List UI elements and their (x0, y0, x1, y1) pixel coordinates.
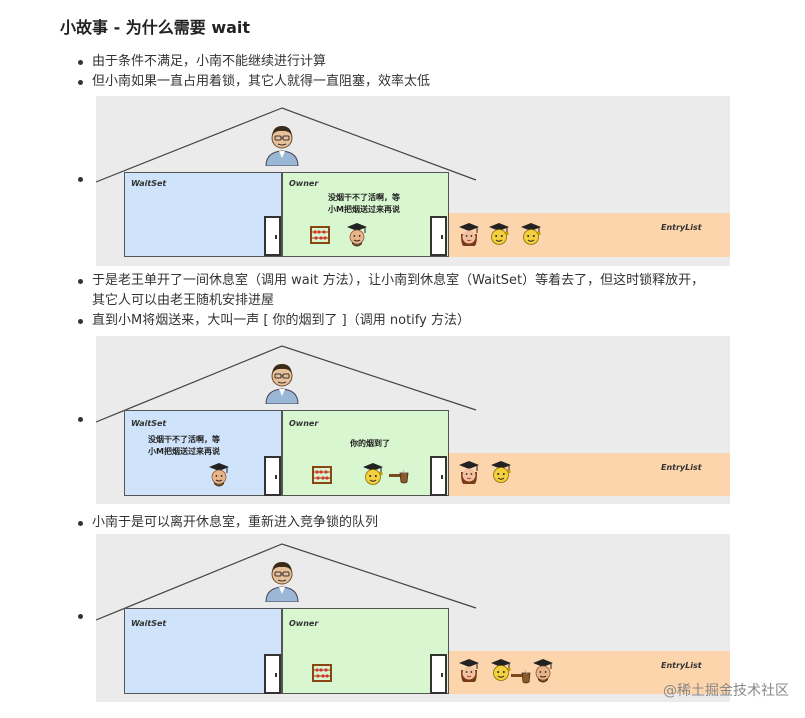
page-title: 小故事 - 为什么需要 wait (60, 18, 251, 37)
bullet-dot (78, 614, 83, 619)
bullet-text-2: 但小南如果一直占用着锁，其它人就得一直阻塞，效率太低 (92, 74, 431, 89)
door-icon (430, 654, 447, 694)
watermark: @稀土掘金技术社区 (663, 683, 789, 699)
bullet-text-4: 直到小M将烟送来，大叫一声 [ 你的烟到了 ]（调用 notify 方法） (92, 313, 470, 328)
graduate-icon (208, 462, 230, 488)
graduate-icon (488, 222, 510, 248)
bullet-dot (78, 60, 83, 65)
owner-label: Owner (289, 179, 319, 188)
bullet-dot (78, 279, 83, 284)
boss-icon (264, 360, 300, 404)
bullet-dot (78, 80, 83, 85)
bullet-text-5: 小南于是可以离开休息室，重新进入竞争锁的队列 (92, 515, 379, 530)
roof-outline (96, 345, 477, 423)
owner-label: Owner (289, 419, 319, 428)
graduate-icon (458, 222, 480, 248)
abacus-icon (312, 664, 332, 682)
entrylist-label: EntryList (661, 661, 702, 670)
graduate-icon (532, 658, 554, 684)
door-icon (430, 456, 447, 496)
entrylist-label: EntryList (661, 463, 702, 472)
door-icon (264, 216, 281, 256)
boss-icon (264, 558, 300, 602)
scene-3: WaitSet Owner EntryList (96, 534, 730, 702)
graduate-icon (458, 460, 480, 486)
waitset-label: WaitSet (131, 179, 167, 188)
bullet-dot (78, 417, 83, 422)
bullet-text-3: 于是老王单开了一间休息室（调用 wait 方法），让小南到休息室（WaitSet… (92, 273, 705, 288)
graduate-icon (346, 222, 368, 248)
bullet-text-1: 由于条件不满足，小南不能继续进行计算 (92, 54, 327, 69)
roof-outline (96, 543, 477, 621)
bullet-text-3b: 其它人可以由老王随机安排进屋 (92, 293, 275, 308)
graduate-icon (362, 462, 384, 488)
door-icon (264, 456, 281, 496)
door-icon (264, 654, 281, 694)
entrylist-label: EntryList (661, 223, 702, 232)
waitset-room: WaitSet (124, 172, 282, 257)
graduate-icon (490, 658, 512, 684)
scene-2: WaitSet Owner EntryList 没烟干不了活啊，等 小M把烟送过… (96, 336, 730, 504)
owner-speech: 你的烟到了 (350, 439, 390, 448)
bullet-dot (78, 319, 83, 324)
scene-1: WaitSet Owner EntryList 没烟干不了活啊，等 小M把烟送过… (96, 96, 730, 266)
waitset-room: WaitSet (124, 410, 282, 496)
bullet-dot (78, 521, 83, 526)
owner-room: Owner (282, 172, 449, 257)
graduate-icon (490, 460, 512, 486)
owner-speech: 没烟干不了活啊，等 小M把烟送过来再说 (328, 193, 400, 214)
owner-room: Owner (282, 410, 449, 496)
owner-room: Owner (282, 608, 449, 694)
bullet-dot (78, 177, 83, 182)
abacus-icon (310, 226, 330, 244)
roof-outline (96, 107, 477, 183)
graduate-icon (520, 222, 542, 248)
boss-icon (264, 122, 300, 166)
waitset-room: WaitSet (124, 608, 282, 694)
graduate-icon (458, 658, 480, 684)
waitset-label: WaitSet (131, 419, 167, 428)
owner-label: Owner (289, 619, 319, 628)
waitset-label: WaitSet (131, 619, 167, 628)
abacus-icon (312, 466, 332, 484)
pipe-icon (510, 670, 532, 684)
door-icon (430, 216, 447, 256)
waitset-speech: 没烟干不了活啊，等 小M把烟送过来再说 (148, 435, 220, 456)
pipe-icon (388, 470, 410, 484)
